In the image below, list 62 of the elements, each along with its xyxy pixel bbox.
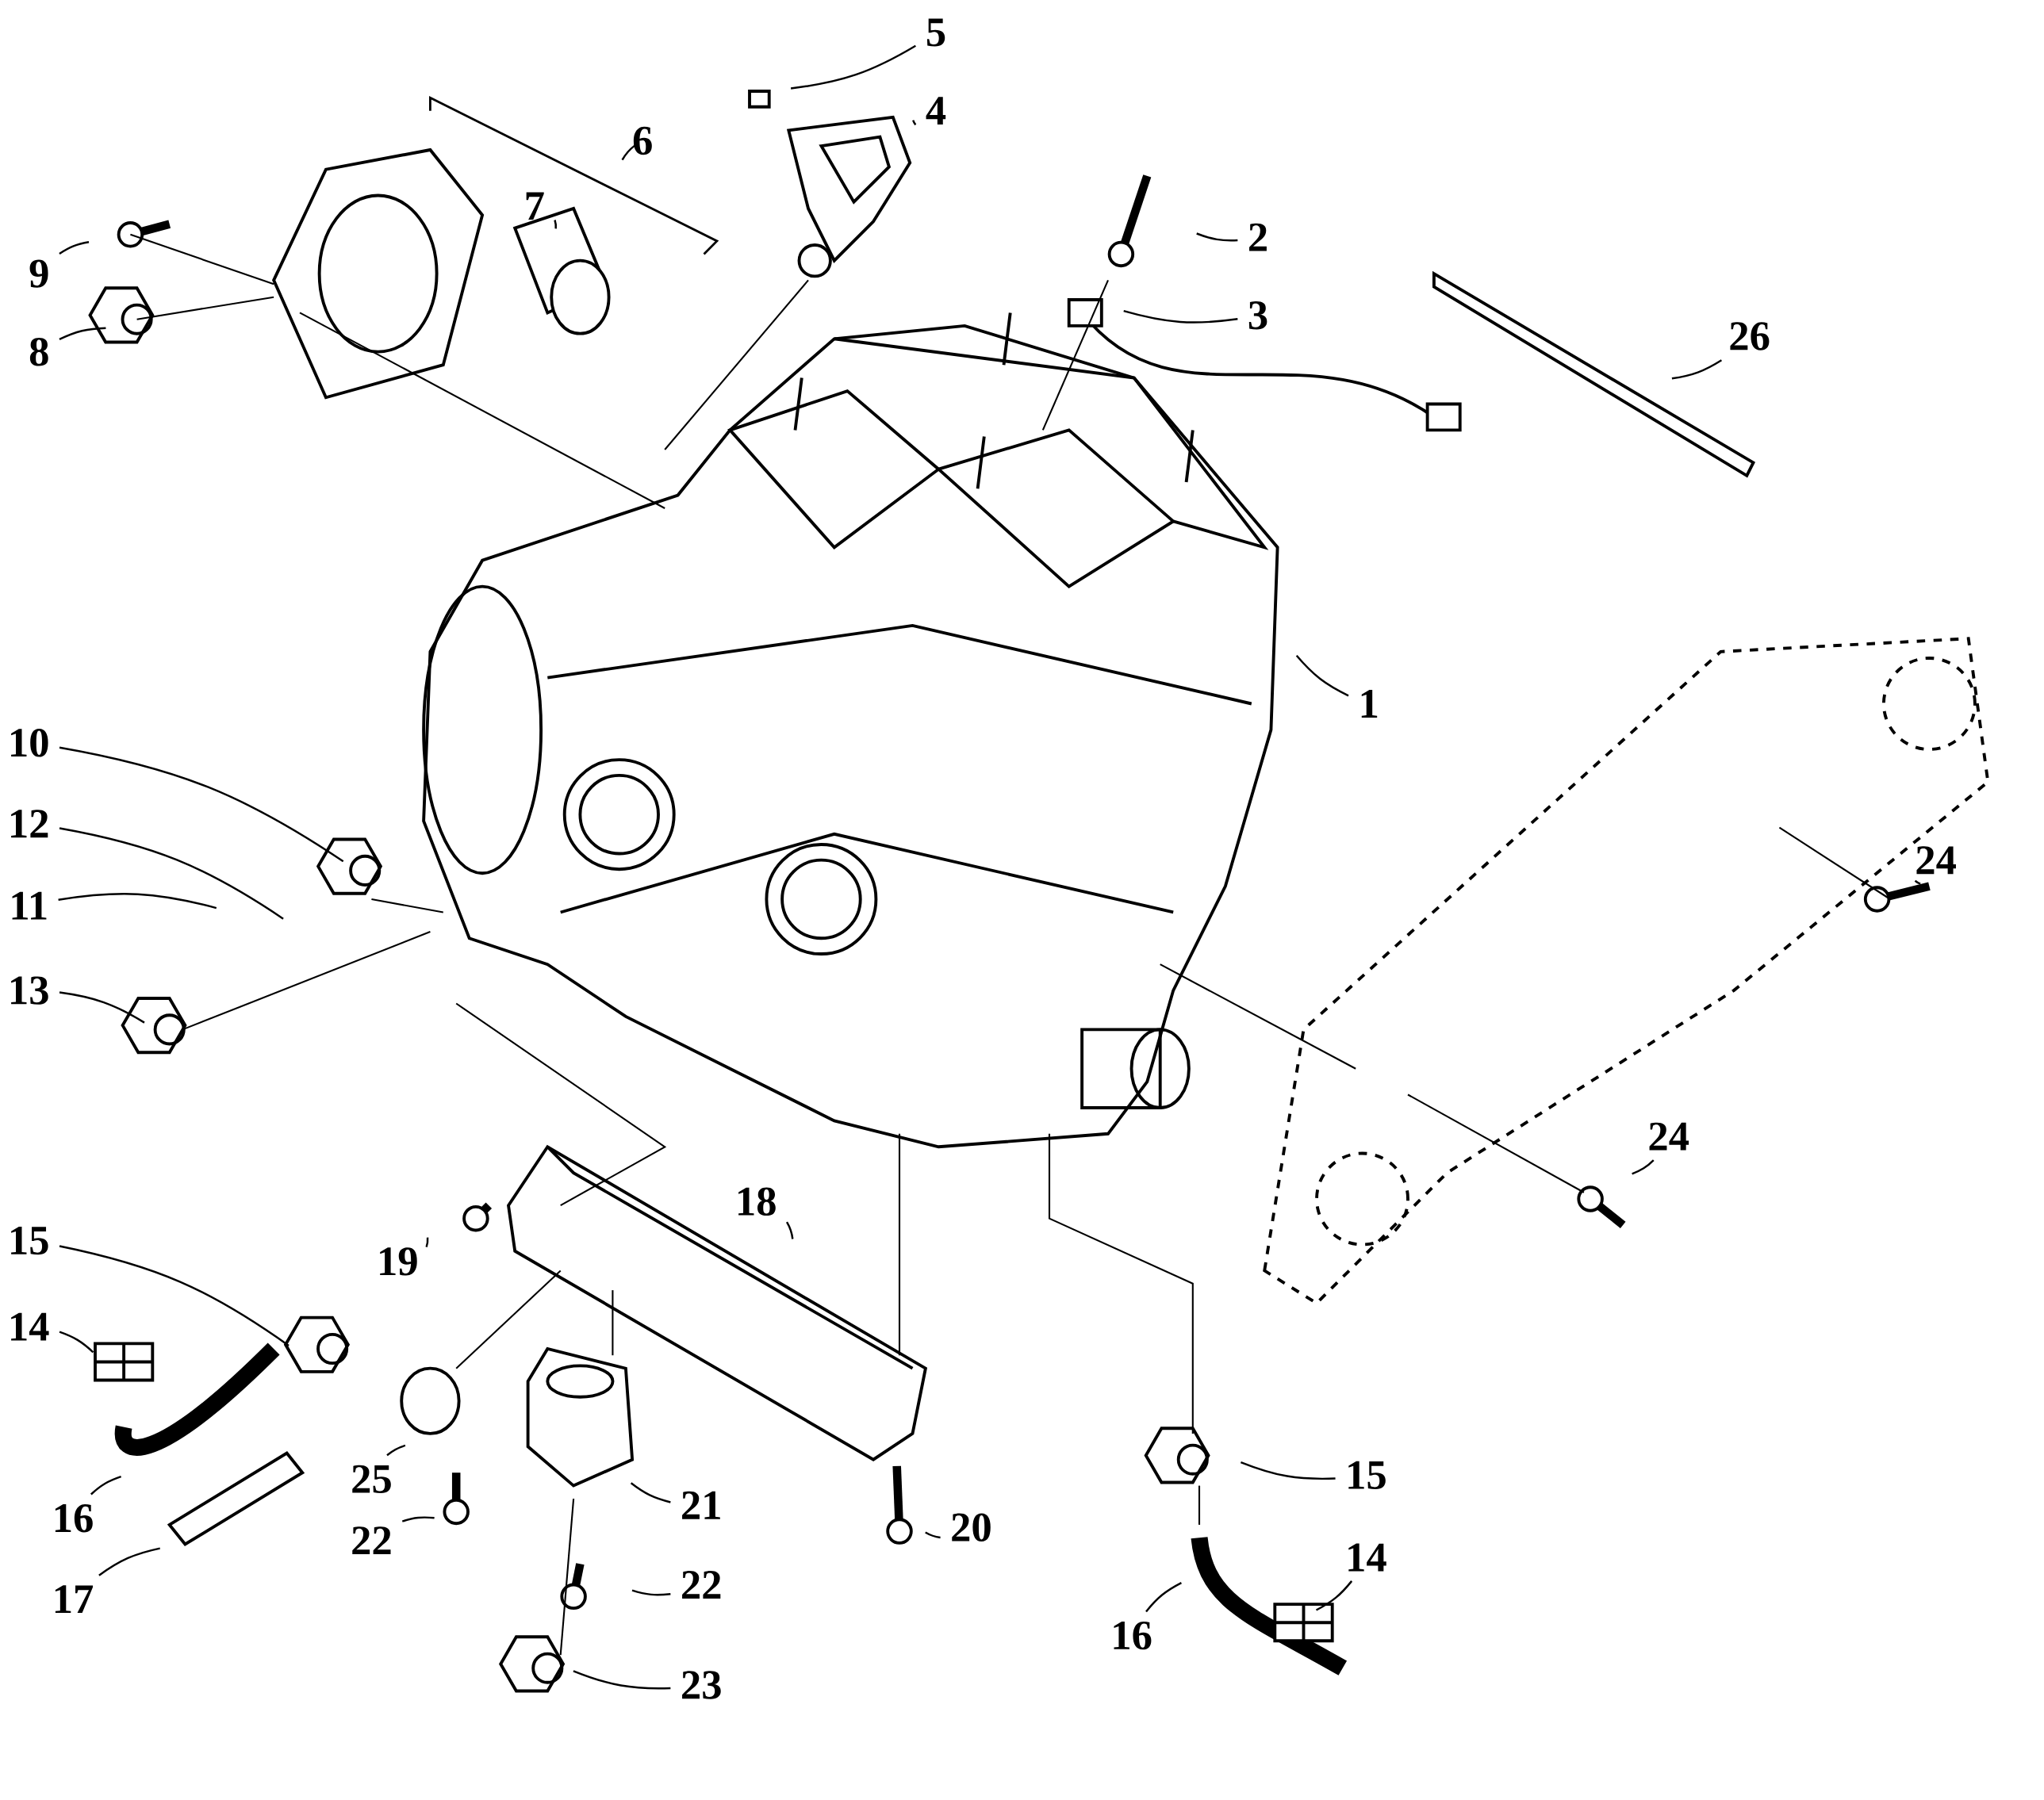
leader-line [98, 1547, 160, 1576]
leader-line [386, 1444, 406, 1457]
callout-number: 24 [1649, 1122, 1689, 1151]
callout-number: 14 [11, 1312, 49, 1341]
callout-number: 10 [11, 729, 48, 757]
callout-number: 25 [352, 1465, 391, 1494]
callout-number: 20 [952, 1513, 991, 1541]
callout-number: 8 [29, 337, 48, 366]
callout-number: 17 [55, 1585, 94, 1613]
callout-number: 21 [682, 1491, 720, 1519]
leader-line [1240, 1461, 1336, 1480]
leader-line [786, 1221, 794, 1239]
leader-line [59, 327, 106, 341]
callout-number: 3 [1248, 301, 1267, 330]
leader-line [554, 220, 558, 229]
callout-number: 4 [926, 97, 946, 125]
leader-line [425, 1237, 429, 1248]
leader-line [59, 1331, 94, 1354]
leader-line [912, 120, 917, 126]
leader-line [1632, 1159, 1655, 1175]
leader-line [1295, 655, 1349, 697]
leader-line [925, 1531, 941, 1539]
leader-line [790, 44, 916, 90]
leader-line [58, 893, 217, 910]
leader-line [59, 241, 90, 255]
callout-number: 23 [682, 1671, 721, 1699]
callout-number: 2 [1249, 223, 1267, 251]
callout-number: 13 [11, 976, 48, 1005]
callout-number: 5 [926, 18, 945, 47]
callout-number: 16 [1114, 1621, 1152, 1650]
leader-line [59, 991, 145, 1024]
callout-number: 24 [1916, 846, 1956, 875]
callout-number: 14 [1348, 1543, 1386, 1572]
callout-number: 19 [380, 1247, 417, 1276]
leader-line [1123, 310, 1238, 324]
callout-number: 7 [526, 192, 544, 220]
leader-line [90, 1476, 121, 1496]
callout-number: 6 [633, 126, 652, 155]
leader-line [631, 1589, 671, 1596]
leader-line [1315, 1580, 1353, 1611]
callout-number: 22 [682, 1571, 721, 1599]
callout-number: 15 [1348, 1461, 1386, 1490]
callout-number: 22 [352, 1526, 391, 1555]
callout-number: 12 [11, 810, 48, 838]
callout-number: 15 [11, 1226, 48, 1255]
callout-number: 9 [29, 259, 48, 288]
callout-number: 18 [738, 1187, 776, 1216]
leader-line [59, 827, 284, 920]
leader-line [1671, 359, 1723, 380]
leader-line [630, 1482, 671, 1503]
leader-line [1196, 232, 1238, 242]
callout-number: 16 [55, 1504, 93, 1533]
leader-line [1145, 1582, 1182, 1613]
leader-line [401, 1516, 435, 1522]
callout-number: 11 [12, 891, 47, 920]
leader-line [59, 1245, 290, 1346]
callout-number: 1 [1361, 690, 1378, 718]
leader-line [621, 144, 636, 161]
callout-number: 26 [1730, 322, 1770, 350]
leader-line [59, 746, 344, 863]
leader-line [1914, 879, 1921, 885]
leader-line [573, 1670, 671, 1690]
